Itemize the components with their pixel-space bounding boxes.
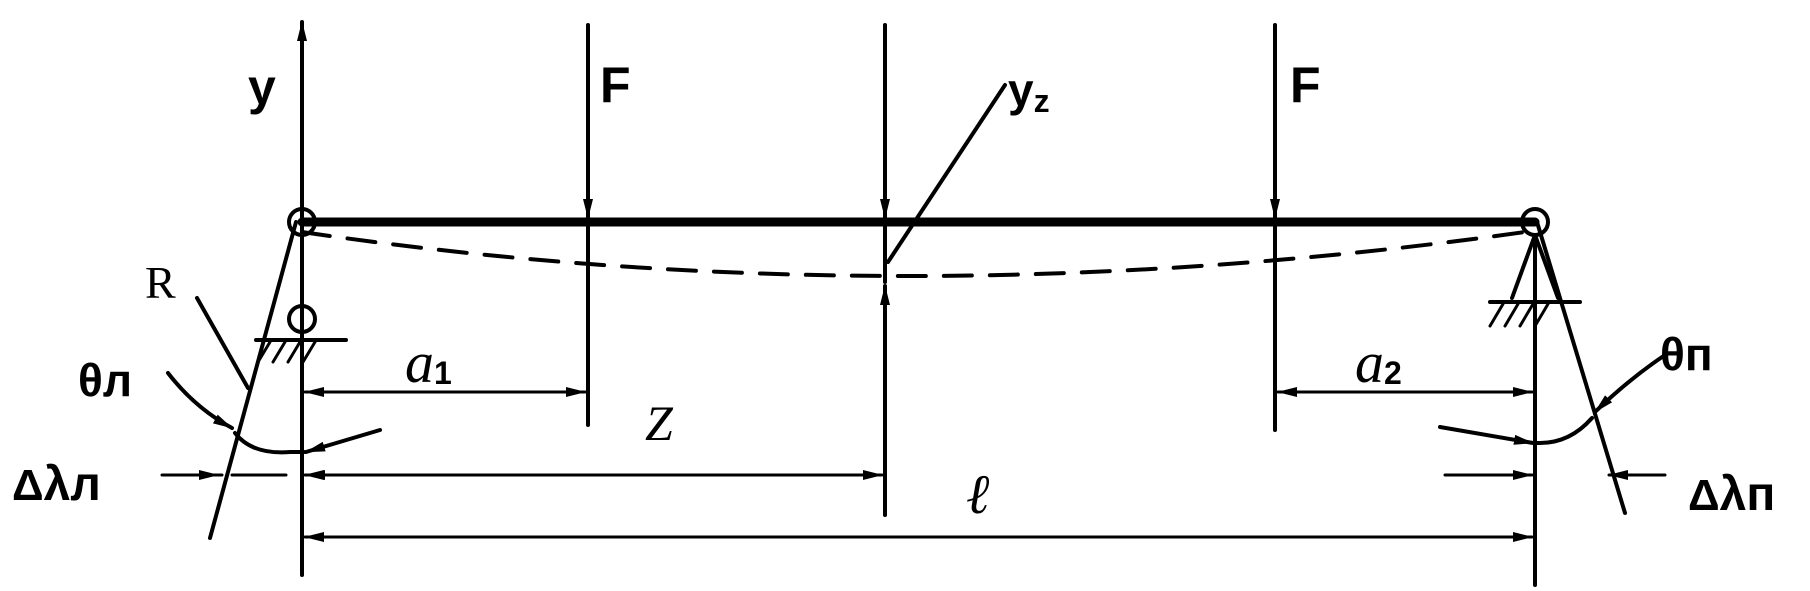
delta-right-label: Δλп <box>1688 468 1775 521</box>
theta-right-label: θп <box>1660 328 1713 380</box>
right-support <box>1488 207 1582 587</box>
deflected-curve <box>300 230 1527 278</box>
a1-label: a1 <box>405 330 452 395</box>
left-support <box>254 207 348 364</box>
right-tangent-line <box>1535 220 1627 515</box>
theta-right-arc <box>1438 353 1667 445</box>
radius-leader <box>195 296 250 390</box>
theta-left-arc <box>166 371 382 455</box>
force-right-label: F <box>1290 57 1321 113</box>
span-length-label: ℓ <box>966 464 990 526</box>
a2-label: a2 <box>1355 330 1402 395</box>
z-label: Z <box>645 395 674 451</box>
left-tangent-line <box>208 220 298 540</box>
deflection-leader <box>886 83 1007 264</box>
radius-label: R <box>145 257 176 308</box>
delta-left-label: Δλл <box>12 458 101 511</box>
deflection-label: yz <box>1008 64 1050 119</box>
y-axis-label: y <box>248 59 276 115</box>
theta-left-label: θл <box>78 354 132 406</box>
force-left-label: F <box>600 57 631 113</box>
